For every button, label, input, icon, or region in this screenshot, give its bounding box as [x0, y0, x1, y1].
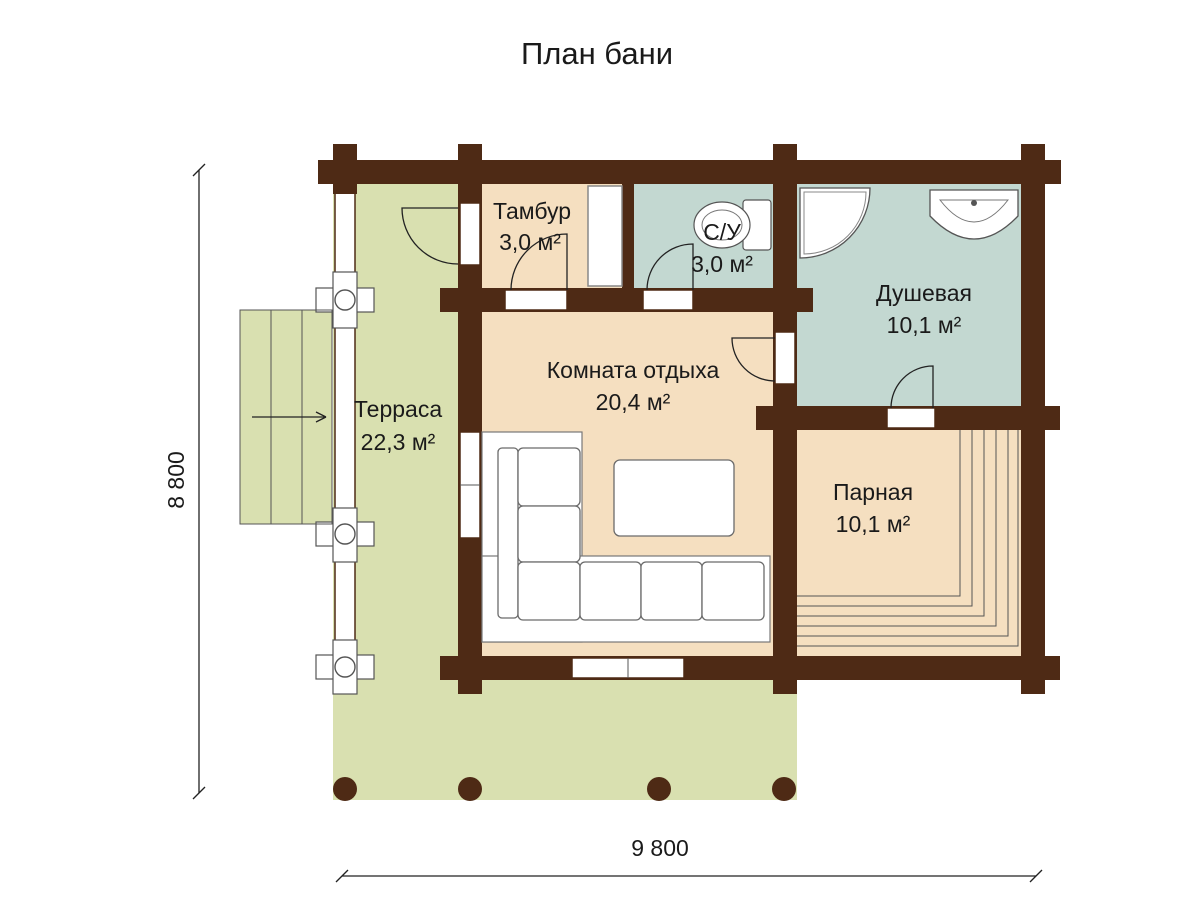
rest-room-area: 20,4 м²: [596, 389, 671, 415]
log-cross-1-v: [458, 144, 482, 194]
wall-tambur-su: [622, 184, 634, 288]
door-su-icon: [646, 243, 694, 291]
front-post-4: [772, 777, 796, 801]
column-3-post: [334, 656, 356, 678]
bench-3: [797, 430, 985, 617]
sink-icon: [929, 189, 1019, 240]
door-terrace-entry-icon: [401, 207, 459, 265]
toilet-icon: [693, 199, 772, 251]
bench-5: [797, 430, 1009, 637]
wall-bottom: [440, 656, 1060, 680]
dimension-horizontal-tick-right: [1029, 869, 1043, 883]
sink-tap: [971, 200, 977, 206]
terrace-name: Терраса: [354, 396, 442, 422]
steam-room-name: Парная: [833, 479, 913, 505]
terrace-area: 22,3 м²: [361, 429, 436, 455]
toilet-bowl: [693, 201, 751, 249]
wall-top: [318, 160, 1061, 184]
sofa-icon: [481, 431, 771, 643]
dimension-lines: 8 800 9 800: [163, 163, 1043, 883]
sofa-cushion-7: [701, 561, 765, 621]
stairs-outline: [239, 309, 333, 525]
su-area: 3,0 м²: [691, 251, 753, 277]
stairs: [239, 309, 333, 525]
shower-tray-icon: [799, 187, 871, 259]
sofa-cushion-5: [579, 561, 642, 621]
column-2: [315, 507, 375, 563]
tambur-name: Тамбур: [493, 198, 571, 224]
column-1-post: [334, 289, 356, 311]
sauna-benches: [797, 430, 1019, 647]
column-3: [315, 639, 375, 695]
windows: [334, 185, 936, 679]
door-shower-icon: [731, 337, 776, 382]
door-opening-steam: [886, 407, 936, 429]
column-2-post: [334, 523, 356, 545]
shower-tray-inner: [803, 191, 867, 255]
shower-area: 10,1 м²: [887, 312, 962, 338]
door-opening-tambur: [504, 289, 568, 311]
door-opening-su: [642, 289, 694, 311]
log-cross-2-v: [773, 144, 797, 194]
bench-4: [797, 430, 997, 627]
front-post-1: [333, 777, 357, 801]
plan-title: План бани: [521, 36, 673, 71]
dimension-height: 8 800: [163, 451, 189, 509]
stairs-arrow-icon: [315, 411, 327, 423]
doors: [401, 207, 934, 409]
window-terrace-left-mid: [334, 325, 356, 511]
rest-room-name: Комната отдыха: [547, 357, 720, 383]
column-1: [315, 271, 375, 329]
sofa-cushion-2: [517, 447, 581, 507]
log-cross-bl-v: [458, 640, 482, 694]
dimension-width: 9 800: [631, 835, 689, 861]
dimension-vertical-tick-top: [192, 163, 206, 177]
window-top-left: [334, 185, 356, 283]
terrace-front-floor: [333, 678, 797, 800]
sink-bowl: [938, 199, 1010, 223]
steam-room-floor: [793, 428, 1025, 656]
tambur-area: 3,0 м²: [499, 229, 561, 255]
toilet-seat: [701, 209, 743, 241]
window-tambur-left: [459, 202, 481, 266]
window-rest-right: [774, 331, 796, 385]
su-name: С/У: [703, 219, 741, 245]
sofa-cushion-1: [497, 447, 519, 619]
shower-name: Душевая: [876, 280, 972, 306]
log-crosses: [333, 144, 1045, 694]
bench-6: [797, 430, 1019, 647]
log-cross-bm-v: [773, 640, 797, 694]
sofa-cushion-4: [517, 561, 581, 621]
log-cross-br-v: [1021, 640, 1045, 694]
front-post-2: [458, 777, 482, 801]
log-cross-tl-v: [333, 144, 357, 194]
front-post-3: [647, 777, 671, 801]
sofa-cushion-6: [640, 561, 703, 621]
bench-1: [797, 430, 961, 597]
log-cross-3-v: [1021, 144, 1045, 194]
table-icon: [613, 459, 735, 537]
room-labels: Тамбур 3,0 м² С/У 3,0 м² Душевая 10,1 м²…: [354, 198, 972, 537]
steam-room-area: 10,1 м²: [836, 511, 911, 537]
terrace-columns: [315, 271, 796, 801]
dimension-vertical-tick-bottom: [192, 786, 206, 800]
bench-2: [797, 430, 973, 607]
door-steam-icon: [890, 365, 934, 409]
fixtures: [481, 187, 1019, 647]
tambur-cabinet: [587, 185, 623, 287]
dimension-horizontal-tick-left: [335, 869, 349, 883]
sofa-cushion-3: [517, 505, 581, 563]
door-tambur-icon: [510, 233, 568, 291]
wall-under-tambur: [440, 288, 813, 312]
